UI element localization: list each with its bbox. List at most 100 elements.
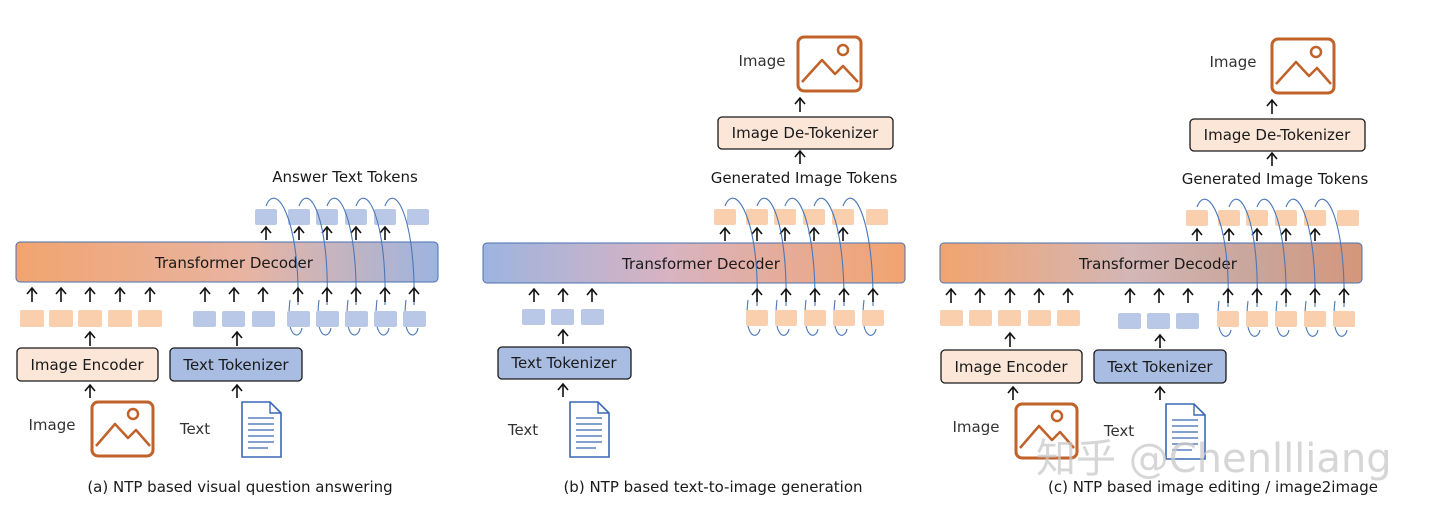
arrow (1222, 287, 1234, 303)
arrow (1280, 287, 1292, 303)
token (522, 309, 545, 325)
arrow (1251, 287, 1263, 303)
token (1337, 210, 1359, 226)
arrow (1266, 98, 1278, 114)
token (1217, 311, 1239, 327)
panel-a-image-label: Image (29, 416, 76, 434)
token (1218, 210, 1240, 226)
feedback-loop (404, 299, 419, 336)
arrow (293, 225, 305, 240)
feedback-loop (775, 299, 790, 336)
arrow (1251, 227, 1263, 241)
token (746, 310, 768, 326)
arrow (1154, 385, 1166, 400)
panel-c-detokenizer-box (1189, 118, 1366, 152)
panel-b-output-arrows (719, 226, 849, 241)
token (1275, 210, 1297, 226)
arrow (1338, 287, 1350, 303)
panel-b-output-tokens (714, 209, 888, 225)
token (774, 209, 796, 225)
panel-a-caption: (a) NTP based visual question answering (87, 478, 392, 496)
token (374, 311, 397, 327)
panel-c-text-tokenizer-box (1093, 349, 1227, 384)
token (998, 310, 1021, 326)
arrow (719, 226, 731, 241)
token (969, 310, 992, 326)
arrow (809, 287, 821, 302)
panel-b-detokenizer-box (717, 116, 894, 150)
arrow (408, 286, 420, 302)
feedback-loop (1196, 198, 1229, 308)
arrow (1280, 227, 1292, 241)
feedback-loop (1285, 198, 1316, 308)
feedback-loop (746, 299, 761, 336)
feedback-loop (1333, 300, 1348, 337)
panel-c-feedback-loops (1196, 198, 1348, 337)
arrow (780, 287, 792, 302)
panel-a-text-label: Text (179, 420, 210, 438)
token (138, 310, 162, 327)
token (374, 209, 396, 225)
arrow (1033, 287, 1045, 303)
feedback-loop (756, 197, 787, 307)
token (407, 209, 429, 225)
feedback-loop (1228, 198, 1258, 308)
panel-a-input-arrows (26, 286, 420, 302)
feedback-loop (833, 299, 848, 336)
arrow (1309, 287, 1321, 303)
token (108, 310, 132, 327)
arrow (1153, 287, 1165, 303)
feedback-loop (813, 197, 845, 307)
panel-c-output-image-label: Image (1210, 53, 1257, 71)
token (775, 310, 797, 326)
arrow (1309, 227, 1321, 241)
arrow (84, 330, 96, 346)
arrow (321, 286, 333, 302)
token (1186, 210, 1208, 226)
panel-b-text-label: Text (507, 421, 538, 439)
feedback-loop (1314, 198, 1345, 308)
feedback-loop (724, 197, 758, 307)
panel-b-output-label: Generated Image Tokens (711, 169, 898, 187)
panel-a-feedback-loops (265, 197, 419, 336)
panel-b-text-tokenizer-label: Text Tokenizer (510, 354, 617, 372)
arrow (974, 287, 986, 303)
token (862, 310, 884, 326)
arrow (557, 382, 569, 397)
token (49, 310, 73, 327)
arrow (144, 286, 156, 302)
panel-c-decoder-label: Transformer Decoder (1078, 255, 1238, 273)
panel-c-document-icon (1165, 403, 1206, 460)
feedback-loop (346, 299, 361, 336)
token (940, 310, 963, 326)
token (551, 309, 574, 325)
arrow (231, 383, 243, 398)
panel-c-image-encoder-box (940, 349, 1083, 384)
arrow (1004, 331, 1016, 347)
feedback-loop (355, 197, 386, 306)
arrow (751, 226, 763, 241)
arrow (1007, 385, 1019, 400)
panel-a-text-tokenizer-box (169, 347, 303, 382)
token (1147, 313, 1170, 329)
token (714, 209, 736, 225)
arrow (379, 286, 391, 302)
panel-a-image-icon (90, 400, 155, 458)
token (316, 311, 339, 327)
panel-b-document-icon (569, 401, 610, 458)
feedback-loop (317, 299, 332, 336)
token (193, 311, 216, 327)
token (832, 209, 854, 225)
arrow (55, 286, 67, 302)
arrow (794, 149, 806, 164)
arrow (808, 226, 820, 241)
feedback-loop (384, 197, 415, 306)
arrow (199, 286, 211, 302)
token (287, 311, 310, 327)
panel-b-decoder-box (482, 242, 906, 284)
token (78, 310, 102, 327)
watermark-text: 知乎 @Chenllliang (1036, 436, 1392, 482)
token (403, 311, 426, 327)
arrow (84, 286, 96, 302)
